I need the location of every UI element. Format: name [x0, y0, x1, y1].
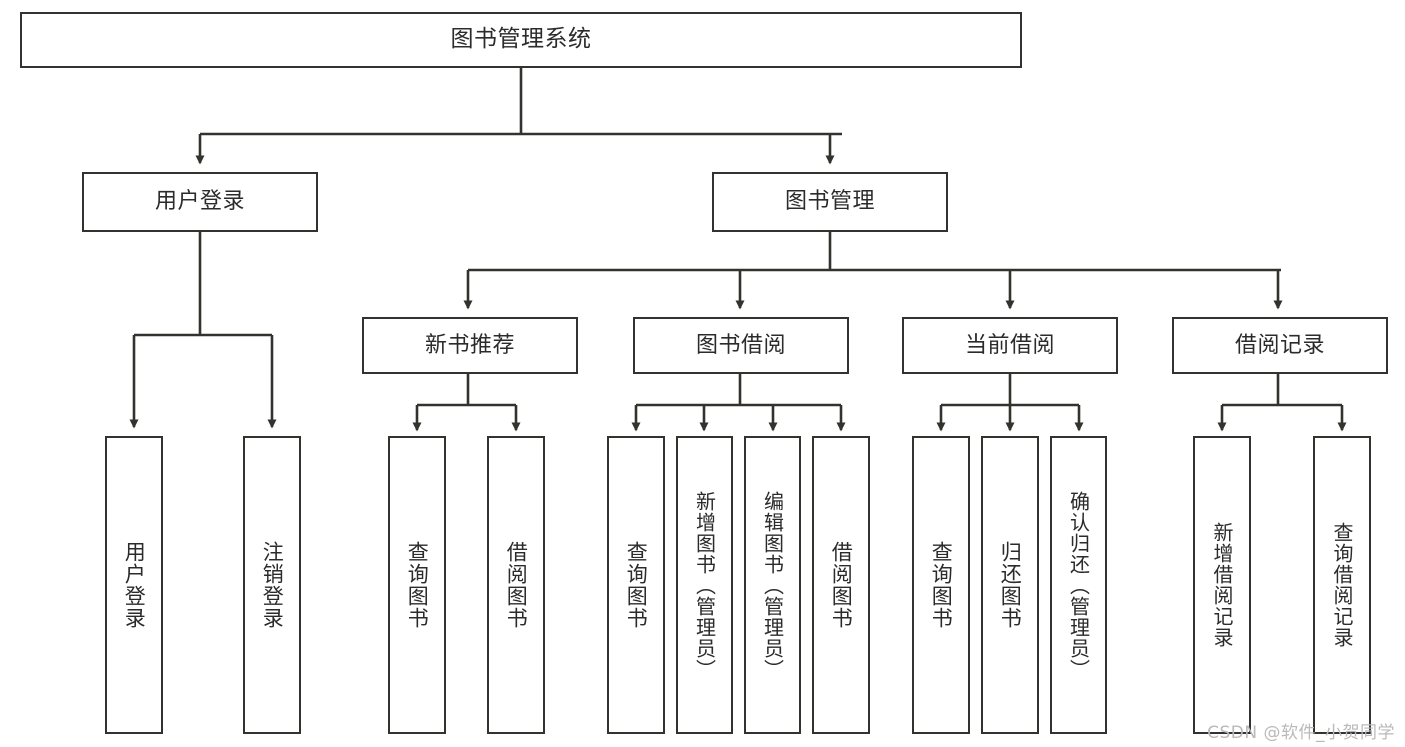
node-new-book-recommendation[interactable]: 新书推荐 — [362, 317, 578, 374]
node-root-book-management-system[interactable]: 图书管理系统 — [20, 12, 1022, 68]
node-label: 借阅图书 — [829, 541, 854, 629]
node-label: 用户登录 — [154, 189, 245, 215]
node-label: 当前借阅 — [964, 332, 1055, 358]
node-borrowing-record[interactable]: 借阅记录 — [1172, 317, 1388, 374]
node-label: 确认归还（管理员） — [1066, 490, 1091, 680]
node-leaf-return-book[interactable]: 归还图书 — [981, 436, 1039, 734]
node-label: 注销登录 — [260, 541, 285, 629]
node-label: 新增图书（管理员） — [692, 490, 717, 680]
node-label: 查询借阅记录 — [1330, 522, 1354, 648]
node-label: 查询图书 — [405, 541, 430, 629]
node-leaf-add-book-admin[interactable]: 新增图书（管理员） — [676, 436, 733, 734]
node-user-login[interactable]: 用户登录 — [82, 172, 318, 232]
node-current-borrowing[interactable]: 当前借阅 — [902, 317, 1118, 374]
node-leaf-logout[interactable]: 注销登录 — [243, 436, 301, 734]
node-leaf-query-book-borrow[interactable]: 查询图书 — [607, 436, 665, 734]
node-label: 归还图书 — [998, 541, 1023, 629]
node-label: 借阅记录 — [1234, 332, 1325, 358]
node-label: 新书推荐 — [424, 332, 515, 358]
node-leaf-borrow-book-new[interactable]: 借阅图书 — [487, 436, 545, 734]
node-label: 用户登录 — [122, 541, 147, 629]
node-leaf-add-borrow-record[interactable]: 新增借阅记录 — [1193, 436, 1251, 734]
node-label: 编辑图书（管理员） — [760, 490, 785, 680]
node-book-borrowing[interactable]: 图书借阅 — [633, 317, 849, 374]
node-label: 查询图书 — [929, 541, 954, 629]
node-label: 图书管理 — [784, 189, 875, 215]
node-leaf-query-book-current[interactable]: 查询图书 — [912, 436, 970, 734]
node-leaf-query-borrow-record[interactable]: 查询借阅记录 — [1313, 436, 1371, 734]
node-leaf-borrow-book-borrow[interactable]: 借阅图书 — [812, 436, 870, 734]
node-label: 查询图书 — [624, 541, 649, 629]
csdn-watermark: CSDN @软件_小贺同学 — [1207, 723, 1395, 743]
node-label: 新增借阅记录 — [1210, 522, 1234, 648]
node-label: 图书借阅 — [695, 332, 786, 358]
node-leaf-user-login[interactable]: 用户登录 — [105, 436, 163, 734]
node-leaf-edit-book-admin[interactable]: 编辑图书（管理员） — [744, 436, 801, 734]
node-label: 借阅图书 — [504, 541, 529, 629]
node-label: 图书管理系统 — [450, 26, 592, 53]
node-leaf-confirm-return-admin[interactable]: 确认归还（管理员） — [1050, 436, 1107, 734]
node-book-management[interactable]: 图书管理 — [712, 172, 948, 232]
node-leaf-query-book-new[interactable]: 查询图书 — [388, 436, 446, 734]
